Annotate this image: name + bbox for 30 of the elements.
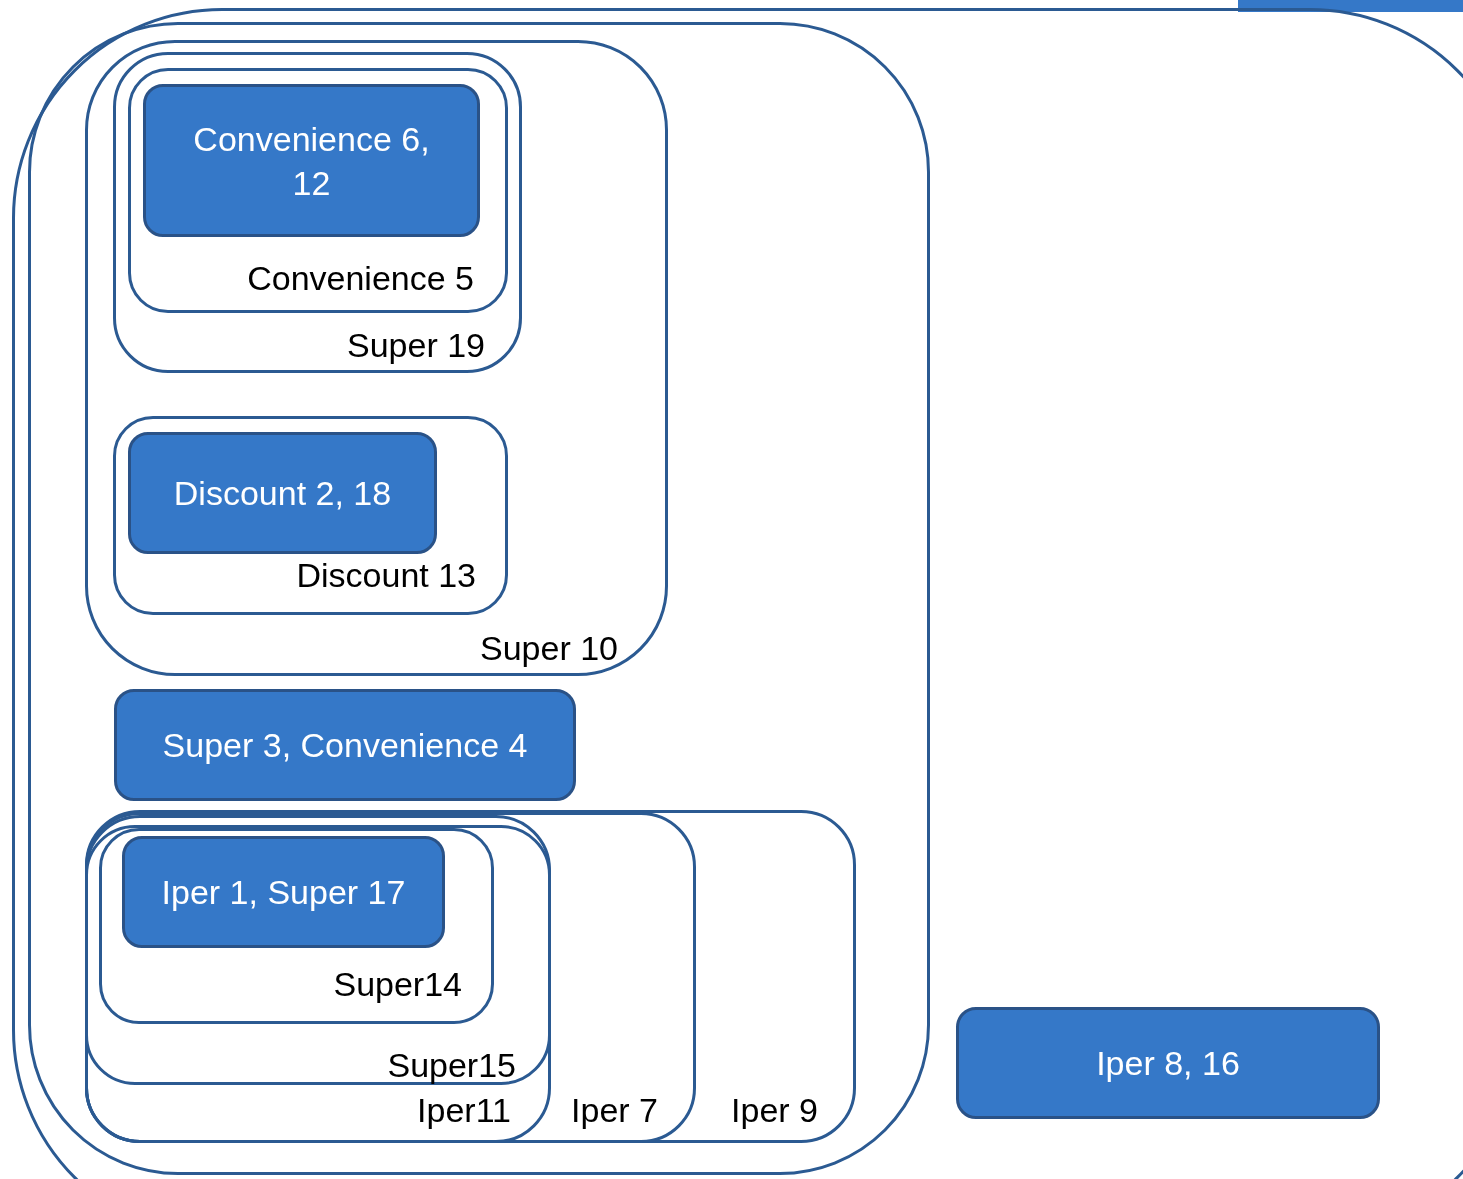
filled-box: [114, 689, 576, 801]
group-label: Super 19: [347, 325, 485, 365]
filled-box: [956, 1007, 1380, 1119]
rounded-box: [85, 810, 856, 1143]
box-label: Super 3, Convenience 4: [162, 725, 528, 766]
rounded-box: [85, 40, 668, 676]
group-label: Iper 7: [571, 1090, 658, 1130]
rounded-box: [113, 416, 508, 615]
group-label: Super 10: [480, 628, 618, 668]
rounded-box: [113, 52, 522, 373]
filled-box: [128, 432, 437, 554]
group-label: Convenience 5: [247, 258, 474, 298]
group-label: Discount 13: [296, 555, 476, 595]
rounded-box: [85, 815, 551, 1143]
box-label: Iper 1, Super 17: [161, 872, 406, 913]
rounded-box: [12, 8, 1463, 1179]
group-label: Super14: [333, 964, 462, 1004]
filled-box: [143, 84, 480, 237]
box-label: Discount 2, 18: [173, 473, 392, 514]
rounded-box: [85, 825, 551, 1085]
rounded-box: [28, 22, 930, 1175]
group-label: Super15: [387, 1045, 516, 1085]
box-label: Convenience 6, 12: [192, 118, 431, 204]
box-label: Iper 8, 16: [1096, 1043, 1240, 1084]
rounded-box: [128, 68, 508, 313]
filled-box: [122, 836, 445, 948]
rounded-box: [99, 828, 494, 1024]
group-label: Iper11: [417, 1090, 511, 1130]
group-label: Iper 9: [731, 1090, 818, 1130]
rounded-box: [85, 812, 696, 1143]
